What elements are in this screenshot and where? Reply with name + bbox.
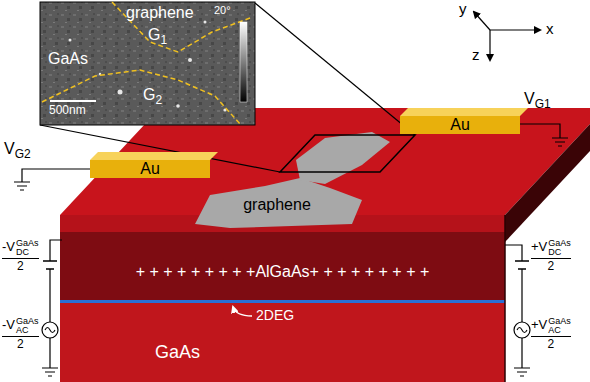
fraction-numerator: +VGaAsDC bbox=[531, 238, 571, 259]
scale-bar bbox=[50, 100, 96, 102]
battery-symbol bbox=[43, 261, 57, 269]
gold-contact: Au bbox=[90, 160, 210, 178]
scale-bar-label: 500nm bbox=[49, 104, 86, 118]
fraction-numerator: -VGaAsAC bbox=[2, 316, 39, 337]
block-edge bbox=[504, 215, 506, 382]
ac-wave bbox=[517, 328, 527, 333]
subscript: DC bbox=[16, 248, 39, 257]
2deg-line bbox=[60, 300, 505, 303]
flake-outline bbox=[42, 70, 240, 124]
au-top bbox=[400, 108, 528, 116]
ac-source bbox=[42, 322, 58, 338]
script-stack: GaAsAC bbox=[548, 317, 571, 335]
fraction-numerator: -VGaAsDC bbox=[2, 238, 39, 259]
symbol: G bbox=[148, 26, 160, 43]
subscript: AC bbox=[16, 326, 39, 335]
source-voltage: -VGaAsDC2 bbox=[2, 238, 39, 273]
superscript: GaAs bbox=[548, 239, 571, 248]
fraction-denominator: 2 bbox=[531, 259, 571, 273]
gaas-layer bbox=[60, 303, 505, 382]
flake-outline bbox=[112, 2, 250, 52]
axis-x bbox=[490, 29, 540, 30]
script-stack: GaAsAC bbox=[16, 317, 39, 335]
axis-label: x bbox=[546, 20, 554, 37]
graphene-flake: graphene bbox=[222, 195, 332, 215]
ground-symbol bbox=[552, 138, 568, 146]
node-text: + + + + + + + + +AlGaAs+ + + + + + + + + bbox=[60, 262, 505, 282]
subscript: 1 bbox=[160, 33, 167, 47]
ac-source bbox=[514, 322, 530, 338]
ground-symbol bbox=[14, 182, 30, 190]
ac-wave bbox=[45, 328, 55, 333]
graphene-flake bbox=[195, 178, 362, 228]
height-scale bbox=[240, 22, 247, 102]
height-scale-label: 20° bbox=[214, 4, 231, 17]
superscript: GaAs bbox=[16, 317, 39, 326]
symbol: V bbox=[524, 90, 535, 107]
node-text: Au bbox=[400, 116, 520, 134]
fraction-denominator: 2 bbox=[531, 337, 571, 351]
inset-label: GaAs bbox=[48, 50, 88, 68]
inset-label: graphene bbox=[126, 4, 194, 22]
fraction-denominator: 2 bbox=[2, 259, 39, 273]
flake-name: G2 bbox=[143, 86, 162, 108]
node-text: Au bbox=[90, 160, 210, 178]
subscript: DC bbox=[548, 248, 571, 257]
source-wire bbox=[50, 240, 62, 368]
axis-z bbox=[489, 30, 490, 60]
symbol: +V bbox=[531, 317, 547, 332]
symbol: +V bbox=[531, 239, 547, 254]
fraction-denominator: 2 bbox=[2, 337, 39, 351]
flake-name: G1 bbox=[148, 26, 167, 48]
algaas-layer bbox=[60, 232, 505, 300]
script-stack: GaAsDC bbox=[548, 239, 571, 257]
subscript: G1 bbox=[535, 97, 551, 111]
axis-label: y bbox=[459, 0, 467, 17]
subscript: AC bbox=[548, 326, 571, 335]
afm-particles bbox=[69, 14, 227, 112]
afm-inset bbox=[40, 2, 255, 125]
source-voltage: +VGaAsAC2 bbox=[531, 316, 571, 351]
node-text: graphene bbox=[222, 195, 332, 215]
symbol: -V bbox=[2, 317, 15, 332]
algaas-layer: + + + + + + + + +AlGaAs+ + + + + + + + + bbox=[60, 232, 505, 300]
gate-voltage: VG1 bbox=[524, 90, 551, 112]
gate-wire bbox=[22, 169, 90, 182]
zoom-frame bbox=[280, 135, 415, 172]
axis-y bbox=[474, 12, 490, 30]
ground-symbol bbox=[42, 368, 58, 376]
battery-symbol bbox=[515, 261, 529, 269]
axis-label: z bbox=[472, 46, 480, 63]
gate-voltage: VG2 bbox=[4, 140, 31, 162]
source-voltage: -VGaAsAC2 bbox=[2, 316, 39, 351]
pointer-arrow bbox=[233, 307, 252, 316]
subscript: G2 bbox=[15, 147, 31, 161]
symbol: G bbox=[143, 86, 155, 103]
node-text: GaAs bbox=[155, 341, 505, 363]
subscript: 2 bbox=[155, 93, 162, 107]
script-stack: GaAsDC bbox=[16, 239, 39, 257]
superscript: GaAs bbox=[548, 317, 571, 326]
zoom-line bbox=[255, 3, 415, 135]
gold-contact: Au bbox=[400, 116, 520, 134]
symbol: V bbox=[4, 140, 15, 157]
symbol: -V bbox=[2, 239, 15, 254]
ground-symbol bbox=[514, 368, 530, 376]
fraction-numerator: +VGaAsAC bbox=[531, 316, 571, 337]
au-top bbox=[90, 152, 218, 160]
source-wire bbox=[505, 245, 522, 368]
source-voltage: +VGaAsDC2 bbox=[531, 238, 571, 273]
gate-wire bbox=[520, 124, 560, 138]
layer-label: 2DEG bbox=[256, 307, 294, 323]
superscript: GaAs bbox=[16, 239, 39, 248]
